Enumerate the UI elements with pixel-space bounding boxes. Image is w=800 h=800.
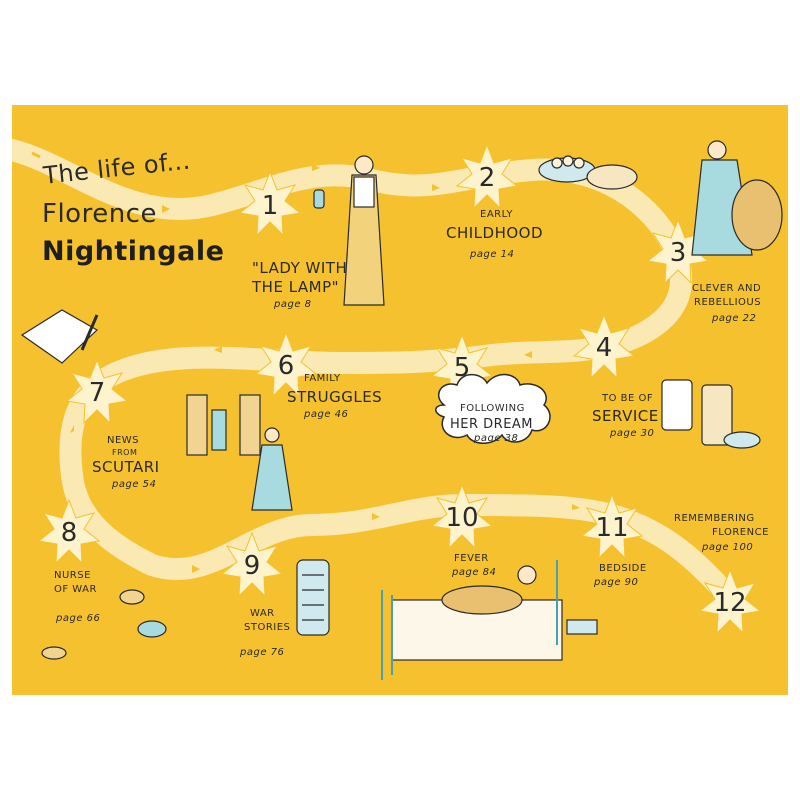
step-number-6: 6 [277, 351, 295, 381]
step-7-label-c: FROM [112, 448, 138, 457]
timeline-board: The life of... Florence Nightingale 1 2 … [12, 105, 788, 695]
path-arrows [70, 164, 580, 573]
step-8-label-a: NURSE [54, 570, 91, 581]
thought-cloud [435, 373, 551, 444]
step-number-3: 3 [669, 238, 687, 268]
step-5-label-b: HER DREAM [450, 417, 534, 432]
title-line-2: Florence [42, 199, 157, 229]
step-3-label-a: CLEVER AND [692, 283, 762, 294]
step-12-label-b: FLORENCE [712, 527, 769, 538]
step-4-page: page 30 [610, 428, 655, 439]
fever-bed-illustration [381, 560, 598, 680]
step-number-10: 10 [445, 503, 479, 533]
step-number-12: 12 [713, 588, 747, 618]
step-2-label-b: CHILDHOOD [446, 224, 544, 242]
step-9-page: page 76 [240, 647, 285, 658]
step-9-label-a: WAR [250, 608, 275, 619]
rats-illustration [41, 589, 167, 660]
family-struggles-illustration [186, 394, 293, 511]
step-7-label-b: SCUTARI [92, 458, 160, 476]
step-11-page: page 90 [594, 577, 639, 588]
board-artwork [12, 105, 788, 695]
step-stars [37, 143, 762, 635]
step-12-page: page 100 [702, 542, 754, 553]
step-7-page: page 54 [112, 479, 157, 490]
step-7-label-a: NEWS [107, 435, 140, 446]
step-number-11: 11 [595, 513, 629, 543]
step-5-page: page 38 [474, 433, 519, 444]
lantern-illustration [296, 559, 330, 636]
step-1-page: page 8 [274, 299, 312, 310]
step-9-label-b: STORIES [244, 622, 291, 633]
step-2-page: page 14 [470, 249, 515, 260]
medicine-jars-illustration [661, 379, 761, 449]
step-6-label-a: FAMILY [304, 373, 341, 384]
step-4-label-a: TO BE OF [602, 393, 654, 404]
step-number-4: 4 [595, 333, 613, 363]
step-5-label-a: FOLLOWING [460, 403, 525, 414]
step-4-label-b: SERVICE [592, 407, 659, 425]
step-10-page: page 84 [452, 567, 497, 578]
title-line-3: Nightingale [42, 236, 225, 267]
step-6-page: page 46 [304, 409, 349, 420]
step-number-8: 8 [60, 518, 78, 548]
clever-girl-with-dog-illustration [691, 140, 783, 256]
step-number-9: 9 [243, 551, 261, 581]
step-3-label-b: REBELLIOUS [694, 297, 762, 308]
step-3-page: page 22 [712, 313, 757, 324]
step-1-label-a: "LADY WITH [252, 259, 348, 277]
bread-basket-illustration [538, 155, 638, 190]
lady-with-lamp-illustration [313, 155, 385, 306]
letter-and-pen-illustration [20, 309, 99, 364]
step-number-5: 5 [453, 353, 471, 383]
step-11-label-a: BEDSIDE [599, 563, 647, 574]
step-12-label-a: REMEMBERING [674, 513, 755, 524]
step-number-7: 7 [88, 378, 106, 408]
step-1-label-b: THE LAMP" [252, 278, 340, 296]
step-10-label-a: FEVER [454, 553, 489, 564]
step-2-label-a: EARLY [480, 209, 513, 220]
step-8-label-c: OF WAR [54, 584, 97, 595]
timeline-path [12, 139, 743, 611]
step-number-2: 2 [478, 163, 496, 193]
step-8-page: page 66 [56, 613, 101, 624]
step-number-1: 1 [261, 191, 279, 221]
step-6-label-b: STRUGGLES [287, 388, 383, 406]
